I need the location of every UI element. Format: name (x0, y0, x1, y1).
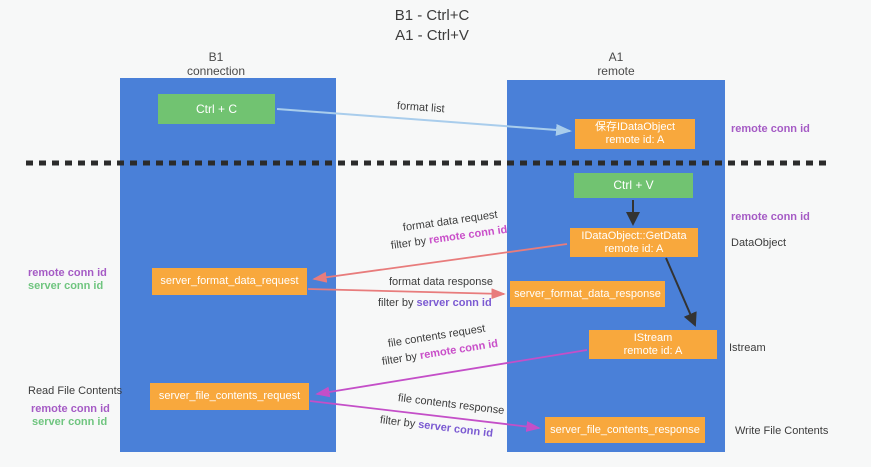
column-a1-name: A1 (608, 50, 624, 64)
left-label-remote-conn-id-1: remote conn id (28, 267, 107, 279)
filter-by-text: filter by (379, 414, 419, 431)
edge-label-filter-server-1: filter by server conn id (378, 297, 492, 309)
node-server-format-data-response: server_format_data_response (510, 281, 665, 307)
node-save-idataobject-line2: remote id: A (605, 134, 665, 146)
edge-label-format-data-response: format data response (389, 276, 493, 288)
node-getdata-line2: remote id: A (604, 242, 664, 255)
node-idataobject-getdata: IDataObject::GetData remote id: A (570, 228, 698, 257)
left-label-server-conn-id-1: server conn id (28, 280, 104, 292)
node-ctrl-c: Ctrl + C (158, 94, 275, 124)
node-file-request-label: server_file_contents_request (158, 390, 301, 402)
filter-by-text: filter by (378, 297, 417, 309)
right-label-dataobject: DataObject (731, 237, 787, 249)
node-server-file-contents-response: server_file_contents_response (545, 417, 705, 443)
node-file-response-label: server_file_contents_response (550, 423, 700, 436)
node-istream-line1: IStream (633, 331, 673, 344)
title-line-1: B1 - Ctrl+C (394, 7, 470, 24)
node-istream-line2: remote id: A (623, 344, 683, 357)
node-save-idataobject: 保存IDataObject remote id: A (575, 119, 695, 149)
column-b1-name: B1 (208, 50, 224, 64)
node-ctrl-c-label: Ctrl + C (195, 101, 237, 116)
edge-label-file-contents-response: file contents response (397, 392, 505, 417)
server-conn-id-inline: server conn id (417, 418, 494, 440)
column-header-a1: A1 remote (556, 50, 676, 78)
left-label-remote-conn-id-2: remote conn id (31, 403, 110, 415)
right-label-istream: Istream (729, 342, 766, 354)
column-a1-role: remote (597, 64, 635, 78)
edge-label-filter-server-2: filter by server conn id (379, 414, 493, 440)
right-label-remote-conn-id-2: remote conn id (731, 211, 810, 223)
node-format-response-label: server_format_data_response (514, 287, 661, 300)
column-b1-role: connection (186, 64, 246, 78)
node-ctrl-v: Ctrl + V (574, 173, 693, 198)
node-istream: IStream remote id: A (589, 330, 717, 359)
node-getdata-line1: IDataObject::GetData (581, 229, 687, 242)
filter-by-text: filter by (390, 234, 430, 252)
filter-by-text: filter by (381, 350, 421, 368)
server-conn-id-inline: server conn id (416, 297, 492, 309)
right-label-write-file-contents: Write File Contents (735, 425, 829, 437)
column-header-b1: B1 connection (156, 50, 276, 78)
edge-label-format-list: format list (396, 100, 445, 116)
arrow-format-data-response (307, 288, 506, 300)
node-server-file-contents-request: server_file_contents_request (150, 383, 309, 410)
node-save-idataobject-line1: 保存IDataObject (594, 121, 676, 133)
left-label-read-file-contents: Read File Contents (28, 385, 123, 397)
node-format-request-label: server_format_data_request (160, 275, 299, 287)
node-ctrl-v-label: Ctrl + V (613, 178, 654, 192)
node-server-format-data-request: server_format_data_request (152, 268, 307, 295)
left-label-server-conn-id-2: server conn id (32, 416, 108, 428)
right-label-remote-conn-id-1: remote conn id (731, 123, 810, 135)
title-line-2: A1 - Ctrl+V (395, 27, 469, 44)
diagram-title: B1 - Ctrl+C A1 - Ctrl+V (312, 6, 552, 46)
